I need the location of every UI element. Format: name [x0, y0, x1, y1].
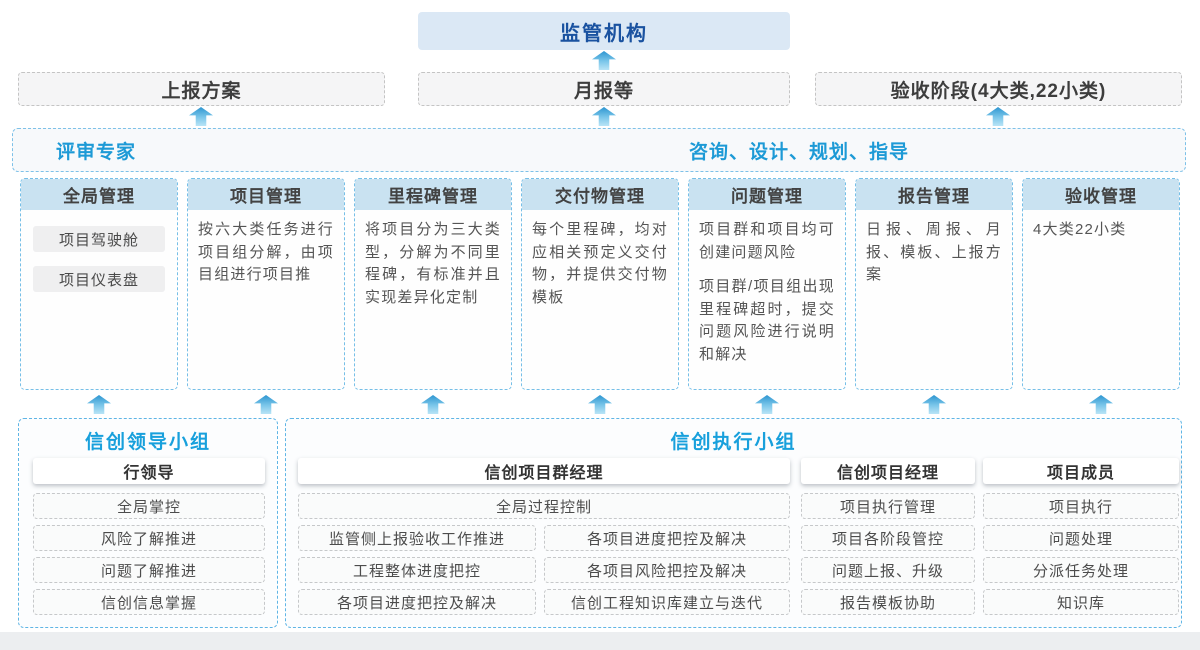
monthly-report-label: 月报等: [573, 80, 634, 102]
up-arrow-icon: [87, 395, 111, 414]
column-global-management: 全局管理 项目驾驶舱 项目仪表盘: [20, 178, 178, 390]
pm-task-item: 项目各阶段管控: [801, 525, 975, 551]
up-arrow-icon: [189, 107, 213, 126]
column-paragraph: 日报、周报、月报、模板、上报方案: [866, 221, 1002, 283]
management-columns: 全局管理 项目驾驶舱 项目仪表盘 项目管理 按六大类任务进行项目组分解，由项目组…: [20, 178, 1180, 390]
pgm-task-item: 各项目进度把控及解决: [544, 525, 790, 551]
column-paragraph: 项目群/项目组出现里程碑超时，提交问题风险进行说明和解决: [699, 278, 835, 363]
column-title: 问题管理: [689, 179, 845, 210]
leader-task-item: 信创信息掌握: [33, 589, 265, 615]
leader-task-item: 全局掌控: [33, 493, 265, 519]
consulting-design-label: 咨询、设计、规划、指导: [689, 141, 910, 163]
column-title: 报告管理: [856, 179, 1012, 210]
leader-group-title: 信创领导小组: [84, 432, 211, 453]
member-task-item: 项目执行: [983, 493, 1179, 519]
pgm-task-item: 全局过程控制: [298, 493, 790, 519]
column-acceptance-management: 验收管理 4大类22小类: [1022, 178, 1180, 390]
column-report-management: 报告管理 日报、周报、月报、模板、上报方案: [855, 178, 1013, 390]
exec-group: 信创执行小组 信创项目群经理 信创项目经理 项目成员 全局过程控制 监管侧上报验…: [285, 418, 1182, 628]
project-manager-role: 信创项目经理: [801, 458, 975, 484]
project-cockpit-chip: 项目驾驶舱: [33, 226, 165, 252]
member-task-item: 分派任务处理: [983, 557, 1179, 583]
member-role: 项目成员: [983, 458, 1179, 484]
column-issue-management: 问题管理 项目群和项目均可创建问题风险 项目群/项目组出现里程碑超时，提交问题风…: [688, 178, 846, 390]
pm-task-item: 问题上报、升级: [801, 557, 975, 583]
column-project-management: 项目管理 按六大类任务进行项目组分解，由项目组进行项目推: [187, 178, 345, 390]
monthly-report-box: 月报等: [418, 72, 790, 106]
column-paragraph: 每个里程碑，均对应相关预定义交付物，并提供交付物模板: [532, 221, 668, 306]
diagram-card: 监管机构 上报方案 月报等 验收阶段(4大类,22小类) 评审专家 咨询、设计、…: [0, 0, 1200, 632]
up-arrow-icon: [588, 395, 612, 414]
member-task-item: 问题处理: [983, 525, 1179, 551]
member-task-item: 知识库: [983, 589, 1179, 615]
acceptance-stage-box: 验收阶段(4大类,22小类): [815, 72, 1182, 106]
pgm-task-item: 各项目风险把控及解决: [544, 557, 790, 583]
leader-task-item: 问题了解推进: [33, 557, 265, 583]
leader-group: 信创领导小组 行领导 全局掌控 风险了解推进 问题了解推进 信创信息掌握: [18, 418, 278, 628]
advisor-strip: 评审专家 咨询、设计、规划、指导: [12, 128, 1186, 172]
review-experts-label: 评审专家: [56, 141, 137, 163]
program-manager-role: 信创项目群经理: [298, 458, 790, 484]
up-arrow-icon: [755, 395, 779, 414]
column-title: 里程碑管理: [355, 179, 511, 210]
regulator-label: 监管机构: [560, 22, 648, 45]
up-arrow-icon: [592, 51, 616, 70]
column-paragraph: 项目群和项目均可创建问题风险: [699, 221, 835, 261]
acceptance-stage-label: 验收阶段(4大类,22小类): [890, 80, 1107, 102]
report-plan-box: 上报方案: [18, 72, 385, 106]
column-title: 全局管理: [21, 179, 177, 210]
report-plan-label: 上报方案: [161, 80, 242, 102]
up-arrow-icon: [922, 395, 946, 414]
pgm-task-item: 信创工程知识库建立与迭代: [544, 589, 790, 615]
column-title: 交付物管理: [522, 179, 678, 210]
pgm-task-item: 工程整体进度把控: [298, 557, 536, 583]
up-arrow-icon: [421, 395, 445, 414]
column-paragraph: 将项目分为三大类型，分解为不同里程碑，有标准并且实现差异化定制: [365, 221, 501, 306]
exec-group-title: 信创执行小组: [670, 432, 797, 453]
pgm-task-item: 各项目进度把控及解决: [298, 589, 536, 615]
column-deliverable-management: 交付物管理 每个里程碑，均对应相关预定义交付物，并提供交付物模板: [521, 178, 679, 390]
pgm-task-item: 监管侧上报验收工作推进: [298, 525, 536, 551]
column-paragraph: 按六大类任务进行项目组分解，由项目组进行项目推: [198, 221, 334, 283]
column-milestone-management: 里程碑管理 将项目分为三大类型，分解为不同里程碑，有标准并且实现差异化定制: [354, 178, 512, 390]
pm-task-item: 项目执行管理: [801, 493, 975, 519]
column-title: 验收管理: [1023, 179, 1179, 210]
leader-task-item: 风险了解推进: [33, 525, 265, 551]
column-paragraph: 4大类22小类: [1033, 221, 1127, 238]
project-dashboard-chip: 项目仪表盘: [33, 266, 165, 292]
up-arrow-icon: [986, 107, 1010, 126]
up-arrow-icon: [1089, 395, 1113, 414]
up-arrow-icon: [254, 395, 278, 414]
bank-leader-role: 行领导: [33, 458, 265, 484]
regulator-box: 监管机构: [418, 12, 790, 50]
column-title: 项目管理: [188, 179, 344, 210]
up-arrow-icon: [592, 107, 616, 126]
pm-task-item: 报告模板协助: [801, 589, 975, 615]
